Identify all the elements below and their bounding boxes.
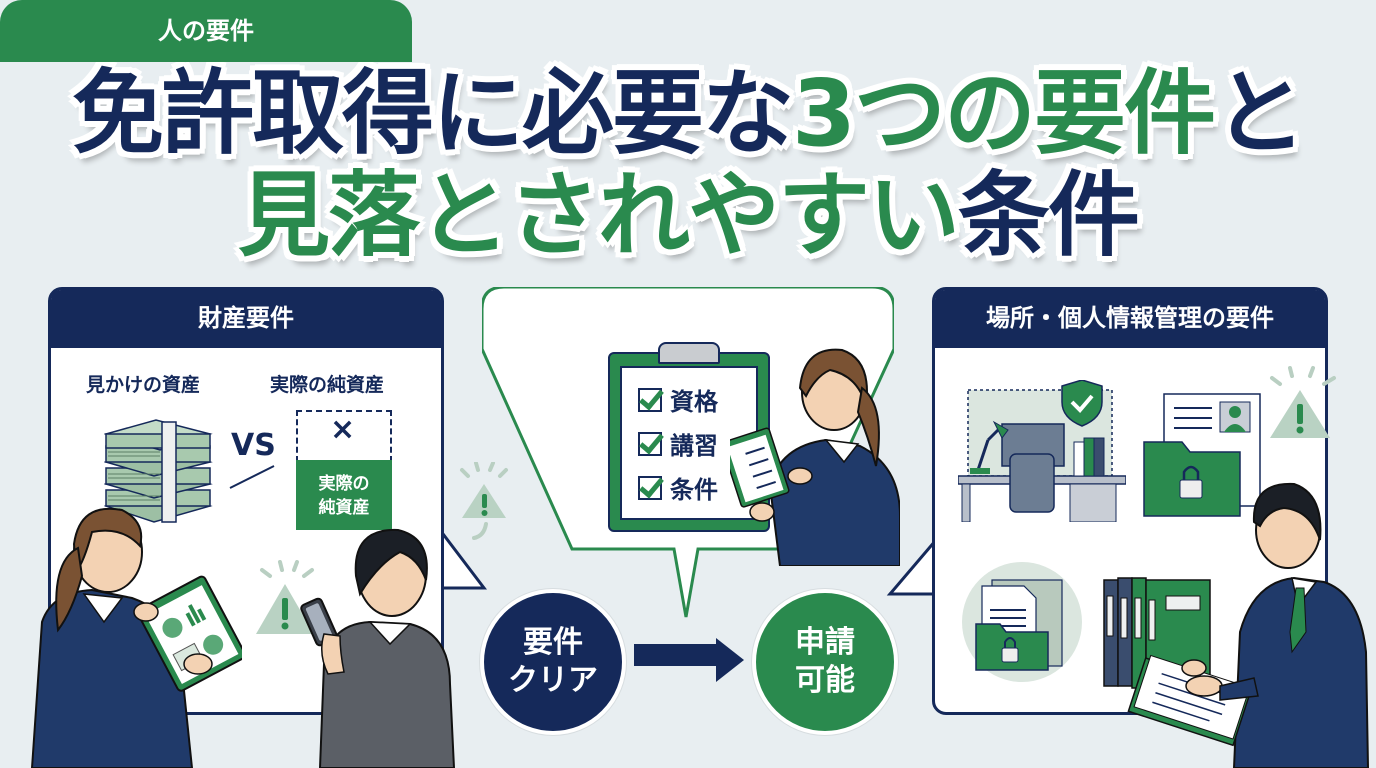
application-possible-badge: 申請 可能	[752, 589, 898, 735]
badge-line-1: 要件	[523, 625, 583, 660]
apparent-assets-label: 見かけの資産	[86, 374, 201, 396]
title-line-1: 免許取得に必要な3つの要件と	[0, 68, 1376, 160]
net-asset-line-1: 実際の	[318, 474, 370, 494]
right-arrow-icon	[634, 644, 718, 666]
businessman-phone-figure	[300, 528, 456, 768]
requirements-cleared-badge: 要件 クリア	[480, 589, 626, 735]
panel-header: 場所・個人情報管理の要件	[935, 290, 1325, 348]
title-highlight: 3つの要件	[791, 60, 1216, 167]
speech-tail-right	[886, 540, 938, 596]
businesswoman-figure	[30, 507, 242, 768]
vs-label: VS	[231, 428, 276, 463]
title-part: 条件	[958, 162, 1140, 269]
title-part: 免許取得に必要な	[71, 60, 794, 167]
checklist-label: 条件	[670, 476, 718, 504]
checklist-item: 資格	[638, 382, 718, 417]
cross-icon: ×	[330, 412, 356, 447]
warning-icon	[1270, 366, 1336, 438]
right-arrow-head	[716, 638, 744, 682]
checkbox-icon	[638, 475, 662, 500]
desk-office-icon	[958, 380, 1126, 522]
title-part: と	[1214, 60, 1306, 167]
businessman-document-figure	[1127, 482, 1370, 768]
net-assets-label: 実際の純資産	[270, 374, 385, 396]
id-document-folder-icon	[1143, 393, 1261, 517]
badge-line-2: 可能	[795, 663, 855, 698]
slash-divider	[229, 465, 275, 489]
checkbox-icon	[638, 387, 662, 412]
panel-header: 人の要件	[0, 0, 412, 62]
net-asset-line-2: 純資産	[318, 498, 370, 518]
checklist-label: 資格	[670, 388, 718, 416]
panel-header: 財産要件	[51, 290, 441, 348]
locked-folder-icon	[962, 562, 1082, 682]
businesswoman-checklist-figure	[730, 348, 900, 566]
checklist-label: 講習	[670, 432, 718, 460]
checklist-item: 講習	[638, 426, 718, 461]
title-line-2: 見落とされやすい条件	[0, 170, 1376, 262]
cash-stack-icon	[104, 419, 213, 523]
checkbox-icon	[638, 431, 662, 456]
title-highlight: 見落とされやすい	[237, 162, 960, 269]
net-asset-box: 実際の 純資産	[296, 460, 392, 530]
warning-icon	[460, 462, 508, 540]
badge-line-1: 申請	[795, 625, 855, 660]
badge-line-2: クリア	[508, 663, 598, 698]
warning-icon	[256, 560, 314, 634]
checklist-item: 条件	[638, 470, 718, 505]
